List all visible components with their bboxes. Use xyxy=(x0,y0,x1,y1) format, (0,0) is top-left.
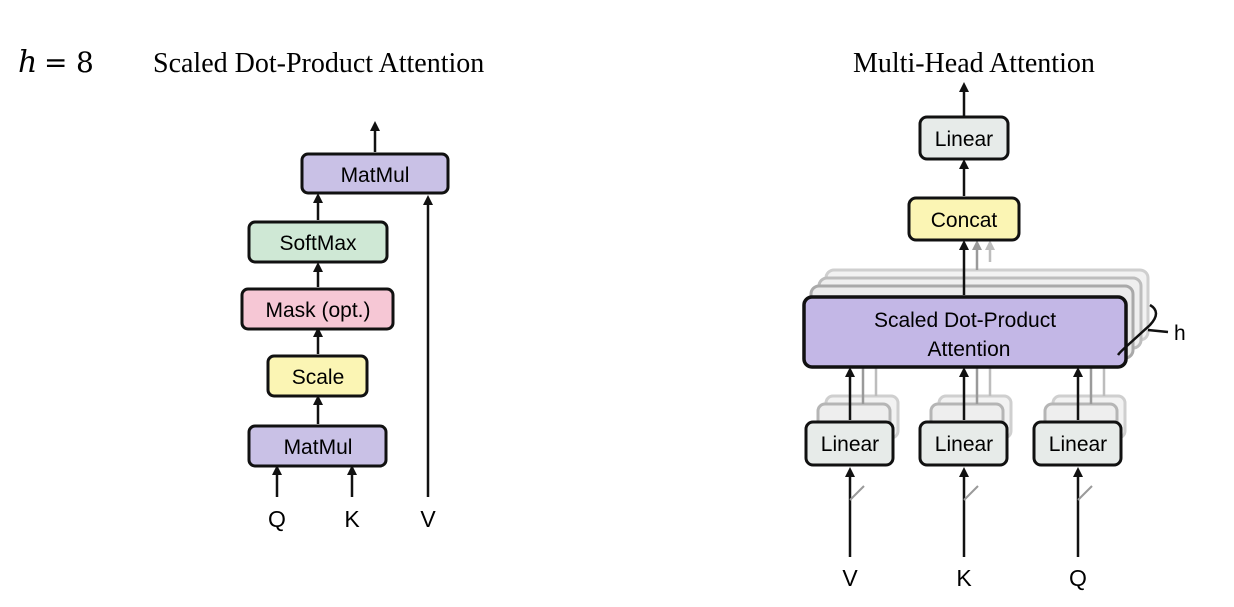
left-input-k: K xyxy=(344,506,360,532)
left-diagram xyxy=(272,121,433,497)
left-input-q: Q xyxy=(268,506,286,532)
right-input-v: V xyxy=(842,565,858,591)
concat-label: Concat xyxy=(931,209,998,232)
matmul-bottom-box: MatMul xyxy=(247,424,388,468)
linear-q-box: Linear xyxy=(1032,420,1123,467)
softmax-box: SoftMax xyxy=(247,220,389,264)
mask-box: Mask (opt.) xyxy=(240,287,395,331)
scale-label: Scale xyxy=(292,366,345,389)
sdpa-label-line1: Scaled Dot-Product xyxy=(874,309,1056,332)
formula-variable: h xyxy=(18,45,37,80)
linear-top-box: Linear xyxy=(918,115,1010,161)
softmax-label: SoftMax xyxy=(279,232,357,255)
heads-label: h xyxy=(1174,322,1186,345)
formula-operator: = xyxy=(44,46,67,79)
linear-q-label: Linear xyxy=(1049,433,1107,456)
mask-label: Mask (opt.) xyxy=(265,299,370,322)
concat-box: Concat xyxy=(907,196,1021,242)
right-input-q: Q xyxy=(1069,565,1087,591)
heads-brace-icon xyxy=(1116,303,1169,356)
right-title: Multi-Head Attention xyxy=(853,48,1095,79)
linear-k-label: Linear xyxy=(935,433,993,456)
linear-top-label: Linear xyxy=(935,128,993,151)
linear-v-label: Linear xyxy=(821,433,879,456)
sdpa-box: Scaled Dot-Product Attention xyxy=(802,295,1128,369)
right-arrows xyxy=(845,82,1106,557)
sdpa-label-line2: Attention xyxy=(928,338,1011,361)
linear-k-box: Linear xyxy=(918,420,1009,467)
linear-v-box: Linear xyxy=(804,420,895,467)
matmul-top-box: MatMul xyxy=(300,152,450,195)
right-input-k: K xyxy=(956,565,972,591)
left-title: Scaled Dot-Product Attention xyxy=(153,48,484,79)
left-input-v: V xyxy=(420,506,436,532)
formula-value: 8 xyxy=(76,46,94,79)
matmul-top-label: MatMul xyxy=(341,164,410,187)
matmul-bottom-label: MatMul xyxy=(284,436,353,459)
scale-box: Scale xyxy=(266,354,369,398)
